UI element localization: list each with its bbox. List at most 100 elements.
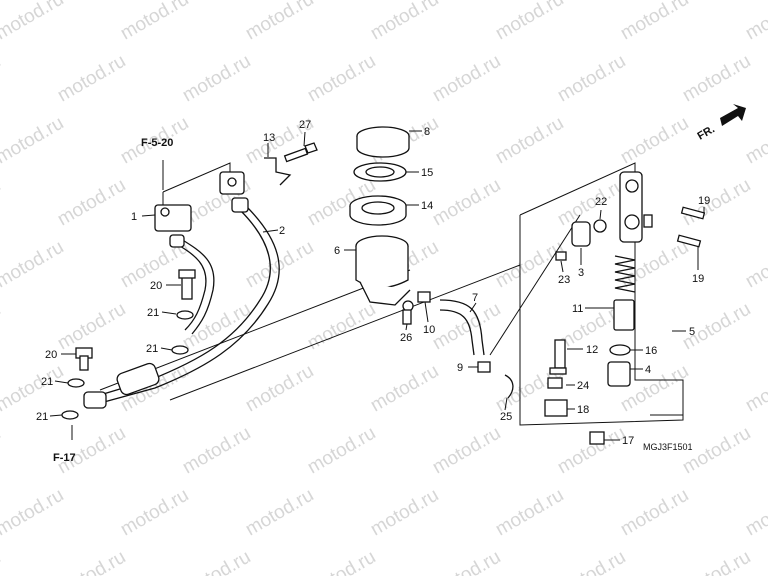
watermark-text: motod.ru <box>54 547 129 576</box>
watermark-text: motod.ru <box>0 0 67 44</box>
forward-arrow-icon <box>720 104 746 126</box>
callout-12: 12 <box>586 344 598 356</box>
watermark-text: motod.ru <box>742 113 768 169</box>
watermark-text: motod.ru <box>0 113 67 169</box>
watermark-text: motod.ru <box>554 423 629 479</box>
watermark-text: motod.ru <box>554 51 629 107</box>
callout-14: 14 <box>421 200 433 212</box>
watermark-text: motod.ru <box>304 423 379 479</box>
callout-21-d: 21 <box>36 411 48 423</box>
callout-8: 8 <box>424 126 430 138</box>
callout-7: 7 <box>472 292 478 304</box>
watermark-text: motod.ru <box>429 423 504 479</box>
watermark-text: motod.ru <box>492 0 567 44</box>
watermark-text: motod.ru <box>179 547 254 576</box>
watermark-text: motod.ru <box>0 485 67 541</box>
watermark-text: motod.ru <box>0 175 4 231</box>
callout-23: 23 <box>558 274 570 286</box>
ref-label-top: F-5-20 <box>141 137 173 149</box>
reservoir-hose <box>439 299 491 373</box>
callout-18: 18 <box>577 404 589 416</box>
callout-3: 3 <box>578 267 584 279</box>
watermark-text: motod.ru <box>429 51 504 107</box>
watermark-text: motod.ru <box>54 423 129 479</box>
watermark-text: motod.ru <box>54 51 129 107</box>
callout-5: 5 <box>689 326 695 338</box>
callout-22: 22 <box>595 196 607 208</box>
reservoir-assembly <box>349 126 431 325</box>
watermark-text: motod.ru <box>679 51 754 107</box>
watermark-text: motod.ru <box>242 237 317 293</box>
watermark-text: motod.ru <box>429 299 504 355</box>
callout-20-lower: 20 <box>45 349 57 361</box>
watermark-text: motod.ru <box>0 361 67 417</box>
watermark-text: motod.ru <box>117 485 192 541</box>
callout-20-upper: 20 <box>150 280 162 292</box>
watermark-text: motod.ru <box>242 0 317 44</box>
brake-hose-assembly <box>61 142 318 440</box>
watermark-text: motod.ru <box>742 237 768 293</box>
watermark-text: motod.ru <box>179 423 254 479</box>
watermark-text: motod.ru <box>429 175 504 231</box>
watermark-text: motod.ru <box>367 485 442 541</box>
watermark-text: motod.ru <box>679 547 754 576</box>
watermark-text: motod.ru <box>242 361 317 417</box>
drawing-code: MGJ3F1501 <box>643 442 693 452</box>
callout-10: 10 <box>423 324 435 336</box>
callout-9: 9 <box>457 362 463 374</box>
callout-19-lower: 19 <box>692 273 704 285</box>
callout-21-b: 21 <box>146 343 158 355</box>
watermark-text: motod.ru <box>0 299 4 355</box>
callout-17: 17 <box>622 435 634 447</box>
callout-16: 16 <box>645 345 657 357</box>
callout-1: 1 <box>131 211 137 223</box>
watermark-text: motod.ru <box>54 175 129 231</box>
watermark-text: motod.ru <box>367 0 442 44</box>
watermark-text: motod.ru <box>554 547 629 576</box>
watermark-text: motod.ru <box>742 361 768 417</box>
callout-15: 15 <box>421 167 433 179</box>
watermark-text: motod.ru <box>429 547 504 576</box>
watermark-text: motod.ru <box>304 547 379 576</box>
watermark-text: motod.ru <box>617 0 692 44</box>
watermark-text: motod.ru <box>0 237 67 293</box>
watermark-text: motod.ru <box>54 299 129 355</box>
callout-13: 13 <box>263 132 275 144</box>
watermark-text: motod.ru <box>242 485 317 541</box>
direction-indicator: FR. <box>696 104 746 143</box>
watermark-text: motod.ru <box>179 51 254 107</box>
leader-lines <box>49 130 705 441</box>
watermark-text: motod.ru <box>492 485 567 541</box>
callout-21-c: 21 <box>41 376 53 388</box>
watermark-text: motod.ru <box>617 485 692 541</box>
callout-11: 11 <box>572 303 583 315</box>
watermark-text: motod.ru <box>492 113 567 169</box>
watermark-text: motod.ru <box>367 361 442 417</box>
callout-4: 4 <box>645 364 651 376</box>
callouts: 1 2 3 4 5 6 7 8 9 10 11 12 13 14 15 16 1… <box>36 119 710 447</box>
watermark-text: motod.ru <box>117 0 192 44</box>
master-cylinder-assembly <box>504 171 706 445</box>
watermark-text: motod.ru <box>304 51 379 107</box>
callout-2: 2 <box>279 225 285 237</box>
watermark-text: motod.ru <box>0 547 4 576</box>
callout-26: 26 <box>400 332 412 344</box>
callout-21-a: 21 <box>147 307 159 319</box>
watermark-text: motod.ru <box>617 113 692 169</box>
watermark-text: motod.ru <box>742 0 768 44</box>
watermark-text: motod.ru <box>617 237 692 293</box>
direction-label: FR. <box>696 123 717 142</box>
watermark-text: motod.ru <box>0 51 4 107</box>
ref-label-bottom: F-17 <box>53 452 76 464</box>
callout-6: 6 <box>334 245 340 257</box>
callout-19-upper: 19 <box>698 195 710 207</box>
watermark-text: motod.ru <box>492 237 567 293</box>
watermark-text: motod.ru <box>742 485 768 541</box>
watermark-text: motod.ru <box>679 175 754 231</box>
callout-27: 27 <box>299 119 311 131</box>
callout-24: 24 <box>577 380 589 392</box>
watermark-text: motod.ru <box>0 423 4 479</box>
reference-labels: F-5-20 F-17 MGJ3F1501 <box>53 137 693 464</box>
callout-25: 25 <box>500 411 512 423</box>
